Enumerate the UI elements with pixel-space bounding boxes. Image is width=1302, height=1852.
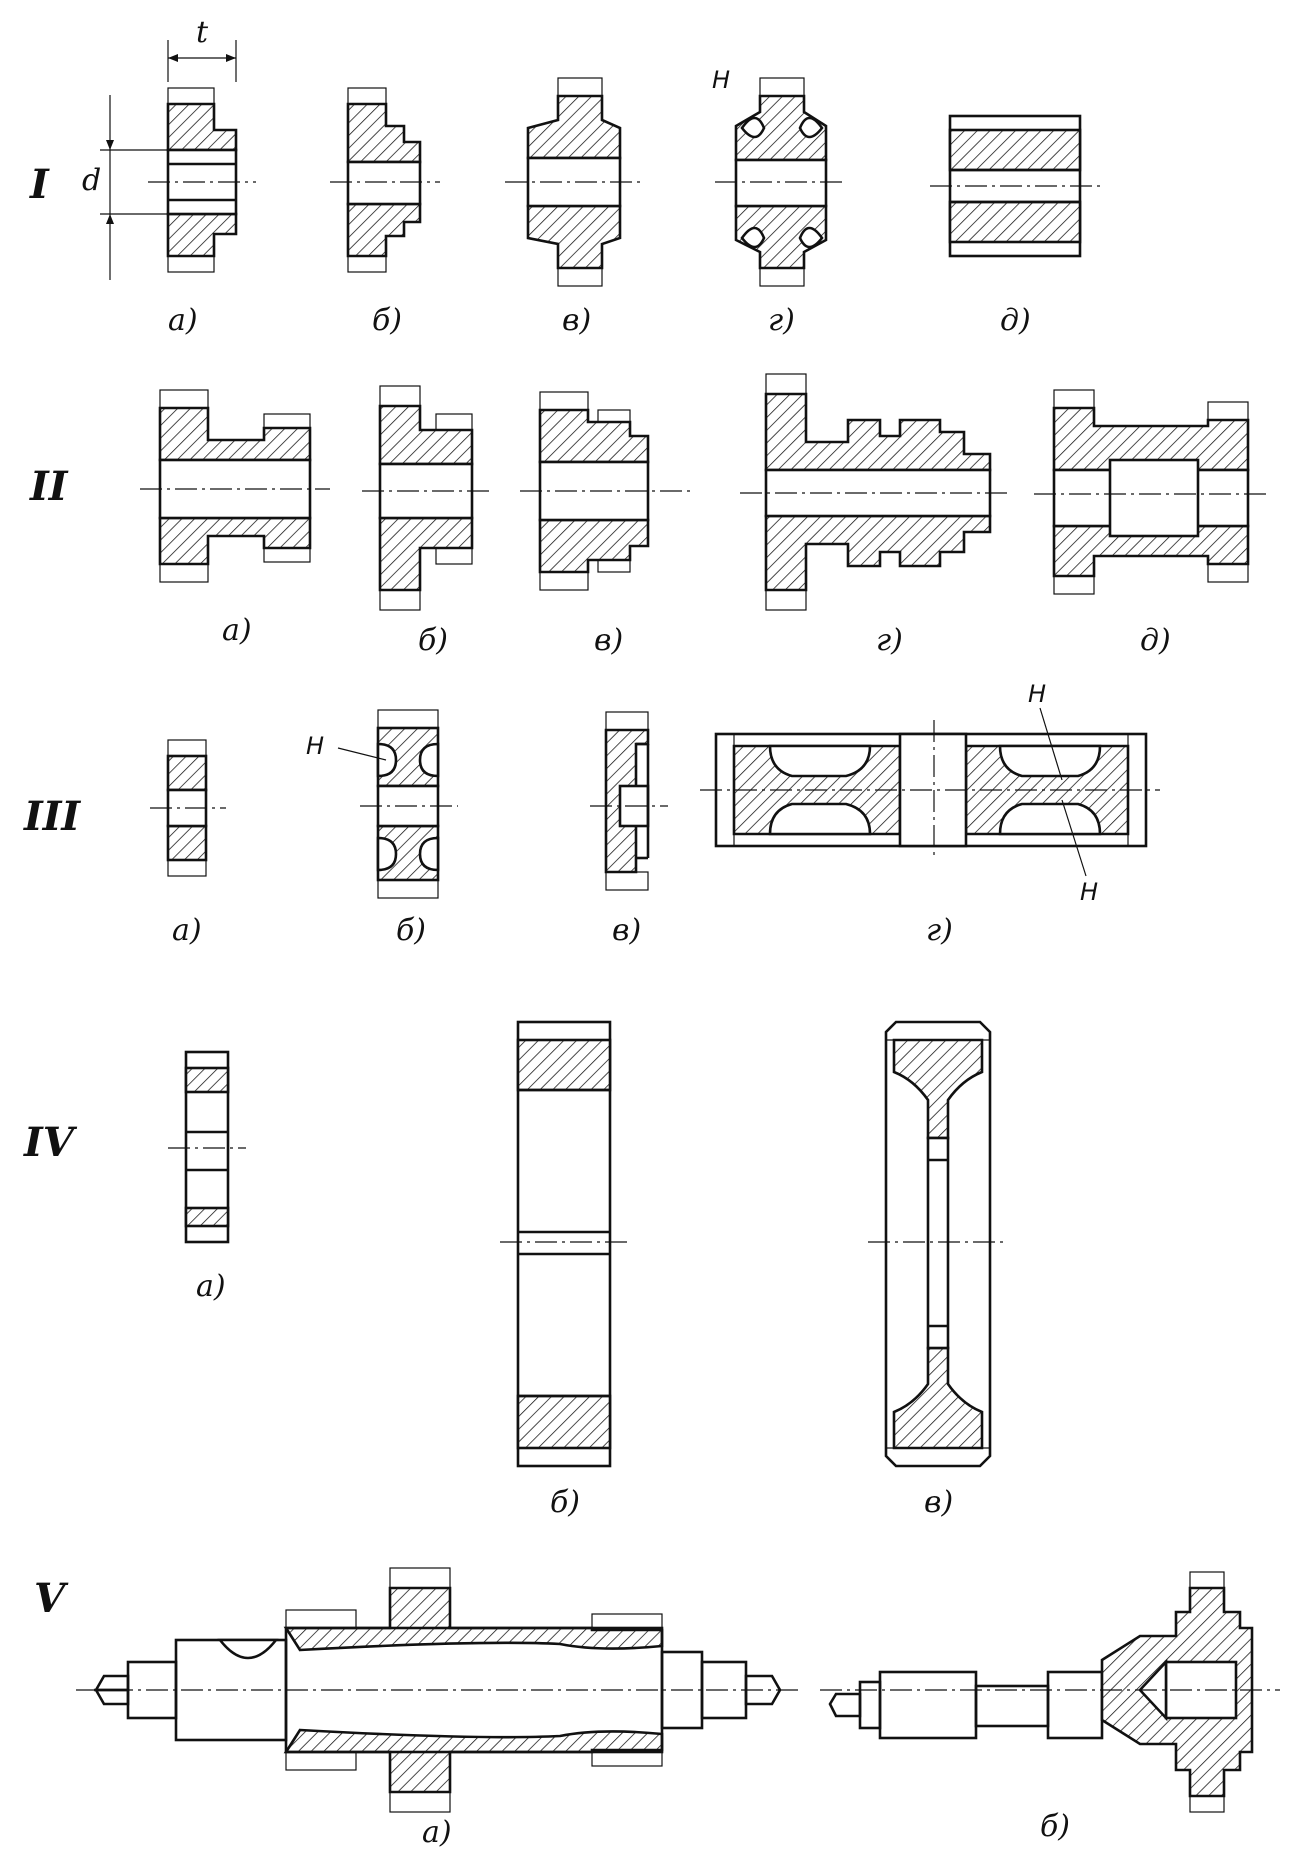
part-V-b: б) xyxy=(820,1571,1280,1844)
row-numeral-II: II xyxy=(29,463,69,510)
label-IV-a: а) xyxy=(196,1269,226,1304)
label-V-a: а) xyxy=(422,1815,452,1850)
row-numeral-III: III xyxy=(23,793,81,840)
label-II-e: д) xyxy=(1140,623,1171,658)
part-II-e: д) xyxy=(1034,389,1268,658)
part-II-b: б) xyxy=(362,385,492,658)
part-I-d: H г) xyxy=(712,66,845,338)
label-IV-c: в) xyxy=(924,1485,953,1520)
row-numeral-I: I xyxy=(29,161,50,208)
dimension-d-label: d xyxy=(82,163,101,198)
part-IV-c: в) xyxy=(868,1020,1008,1520)
part-III-d: H H г) xyxy=(700,680,1160,948)
label-III-b: б) xyxy=(396,913,426,948)
label-II-c: в) xyxy=(594,623,623,658)
label-I-e: д) xyxy=(1000,303,1031,338)
label-I-c: в) xyxy=(562,303,591,338)
part-I-a: t d а) xyxy=(82,15,256,338)
label-I-d: г) xyxy=(768,303,795,338)
row-numeral-IV: IV xyxy=(23,1119,78,1166)
row-numeral-V: V xyxy=(34,1575,69,1622)
web-mark-I-d: H xyxy=(712,66,730,94)
label-I-a: а) xyxy=(168,303,198,338)
part-III-b: H б) xyxy=(306,709,458,948)
part-V-a: а) xyxy=(76,1567,800,1850)
part-III-c: в) xyxy=(590,711,668,948)
part-I-c: в) xyxy=(505,77,640,338)
label-II-d: г) xyxy=(876,623,903,658)
part-IV-b: б) xyxy=(500,1020,630,1520)
label-III-d: г) xyxy=(926,913,953,948)
part-II-d: г) xyxy=(740,373,1010,658)
part-II-c: в) xyxy=(520,391,690,658)
part-I-e: д) xyxy=(930,114,1100,338)
part-II-a: а) xyxy=(140,389,330,648)
part-III-a: а) xyxy=(150,739,226,948)
label-II-b: б) xyxy=(418,623,448,658)
label-III-c: в) xyxy=(612,913,641,948)
web-mark-III-b: H xyxy=(306,732,324,760)
label-III-a: а) xyxy=(172,913,202,948)
dimension-t-label: t xyxy=(196,15,209,50)
label-V-b: б) xyxy=(1040,1809,1070,1844)
label-I-b: б) xyxy=(372,303,402,338)
part-I-b: б) xyxy=(330,87,440,338)
part-IV-a: а) xyxy=(168,1050,246,1304)
label-IV-b: б) xyxy=(550,1485,580,1520)
web-mark-III-d-top: H xyxy=(1028,680,1046,708)
web-mark-III-d-bottom: H xyxy=(1080,878,1098,906)
label-II-a: а) xyxy=(222,613,252,648)
